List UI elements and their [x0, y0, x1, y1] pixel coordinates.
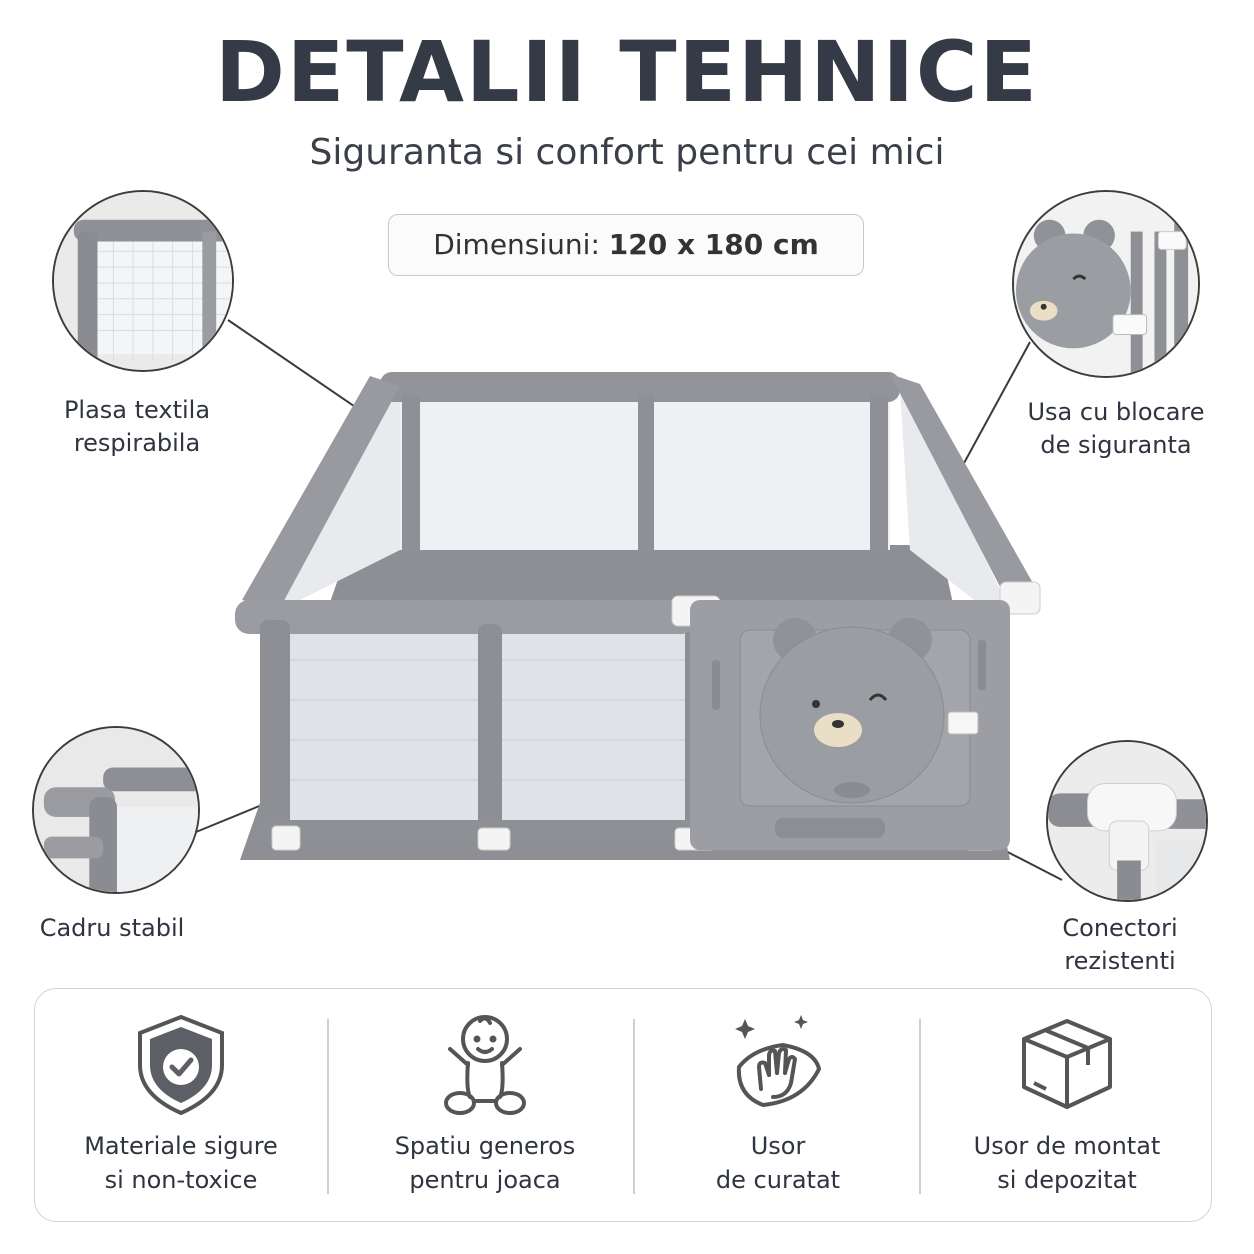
features-panel: Materiale sigure si non-toxice Spa [34, 988, 1212, 1222]
cleaning-hand-icon [723, 1009, 833, 1119]
page-title: DETALII TEHNICE [215, 23, 1039, 121]
page-subtitle: Siguranta si confort pentru cei mici [309, 132, 945, 173]
feature-divider [919, 1019, 921, 1194]
feature-text: Usor de curatat [715, 1132, 841, 1194]
mesh-detail-image [54, 192, 232, 370]
playpen-image [235, 372, 1041, 860]
feature-divider [327, 1019, 329, 1194]
frame-detail-circle [32, 726, 200, 894]
shield-check-icon [126, 1009, 236, 1119]
feature-easy-clean: Usor de curatat [635, 989, 921, 1223]
connector-detail-image [1048, 742, 1206, 900]
feature-easy-assembly: Usor de montat si depozitat [921, 989, 1213, 1223]
feature-divider [633, 1019, 635, 1194]
feature-text: Materiale sigure si non-toxice [84, 1132, 278, 1194]
box-icon [1012, 1009, 1122, 1119]
baby-icon [430, 1009, 540, 1119]
dimensions-value: 120 x 180 cm [608, 228, 819, 261]
mesh-detail-circle [52, 190, 234, 372]
door-lock-detail-image [1014, 192, 1198, 376]
feature-text: Spatiu generos pentru joaca [394, 1132, 576, 1194]
door-lock-detail-circle [1012, 190, 1200, 378]
connector-detail-circle [1046, 740, 1208, 902]
feature-text: Usor de montat si depozitat [973, 1132, 1161, 1194]
callout-door-label: Usa cu blocare de siguranta [1027, 398, 1205, 459]
feature-safe-materials: Materiale sigure si non-toxice [35, 989, 327, 1223]
dimensions-badge: Dimensiuni: 120 x 180 cm [388, 214, 864, 276]
feature-generous-space: Spatiu generos pentru joaca [335, 989, 635, 1223]
callout-frame-label: Cadru stabil [39, 914, 185, 942]
callout-connectors-label: Conectori rezistenti [1062, 914, 1178, 975]
dimensions-label: Dimensiuni: [433, 228, 600, 261]
callout-mesh-label: Plasa textila respirabila [63, 396, 211, 457]
frame-detail-image [34, 728, 198, 892]
